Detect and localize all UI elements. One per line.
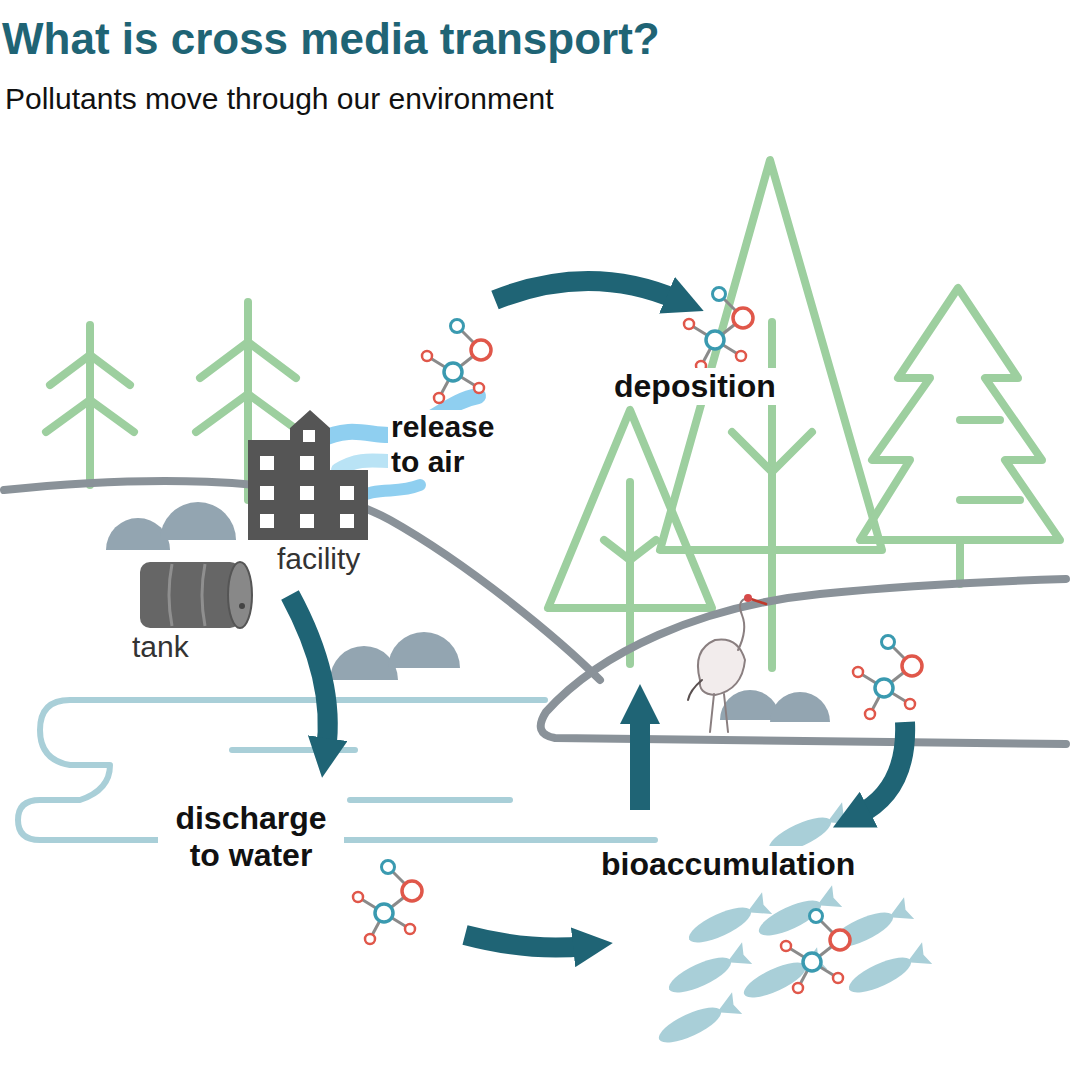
process-label: discharge to water: [158, 800, 344, 874]
subtitle: Pollutants move through our environment: [2, 82, 557, 117]
title: What is cross media transport?: [2, 14, 660, 65]
process-label: deposition: [611, 368, 779, 405]
crane-bird: [688, 594, 766, 732]
pollutant-molecule: [353, 288, 922, 994]
rocks: [106, 502, 830, 722]
process-label: bioaccumulation: [598, 846, 858, 883]
part-label: tank: [129, 630, 192, 665]
hills: [4, 481, 1066, 744]
flow-arrow: [290, 281, 905, 948]
part-label: facility: [274, 542, 363, 577]
facility-building: [248, 410, 368, 540]
fish-school: [654, 802, 932, 1050]
process-label: release to air: [388, 410, 524, 479]
tank-barrel: [140, 562, 252, 628]
